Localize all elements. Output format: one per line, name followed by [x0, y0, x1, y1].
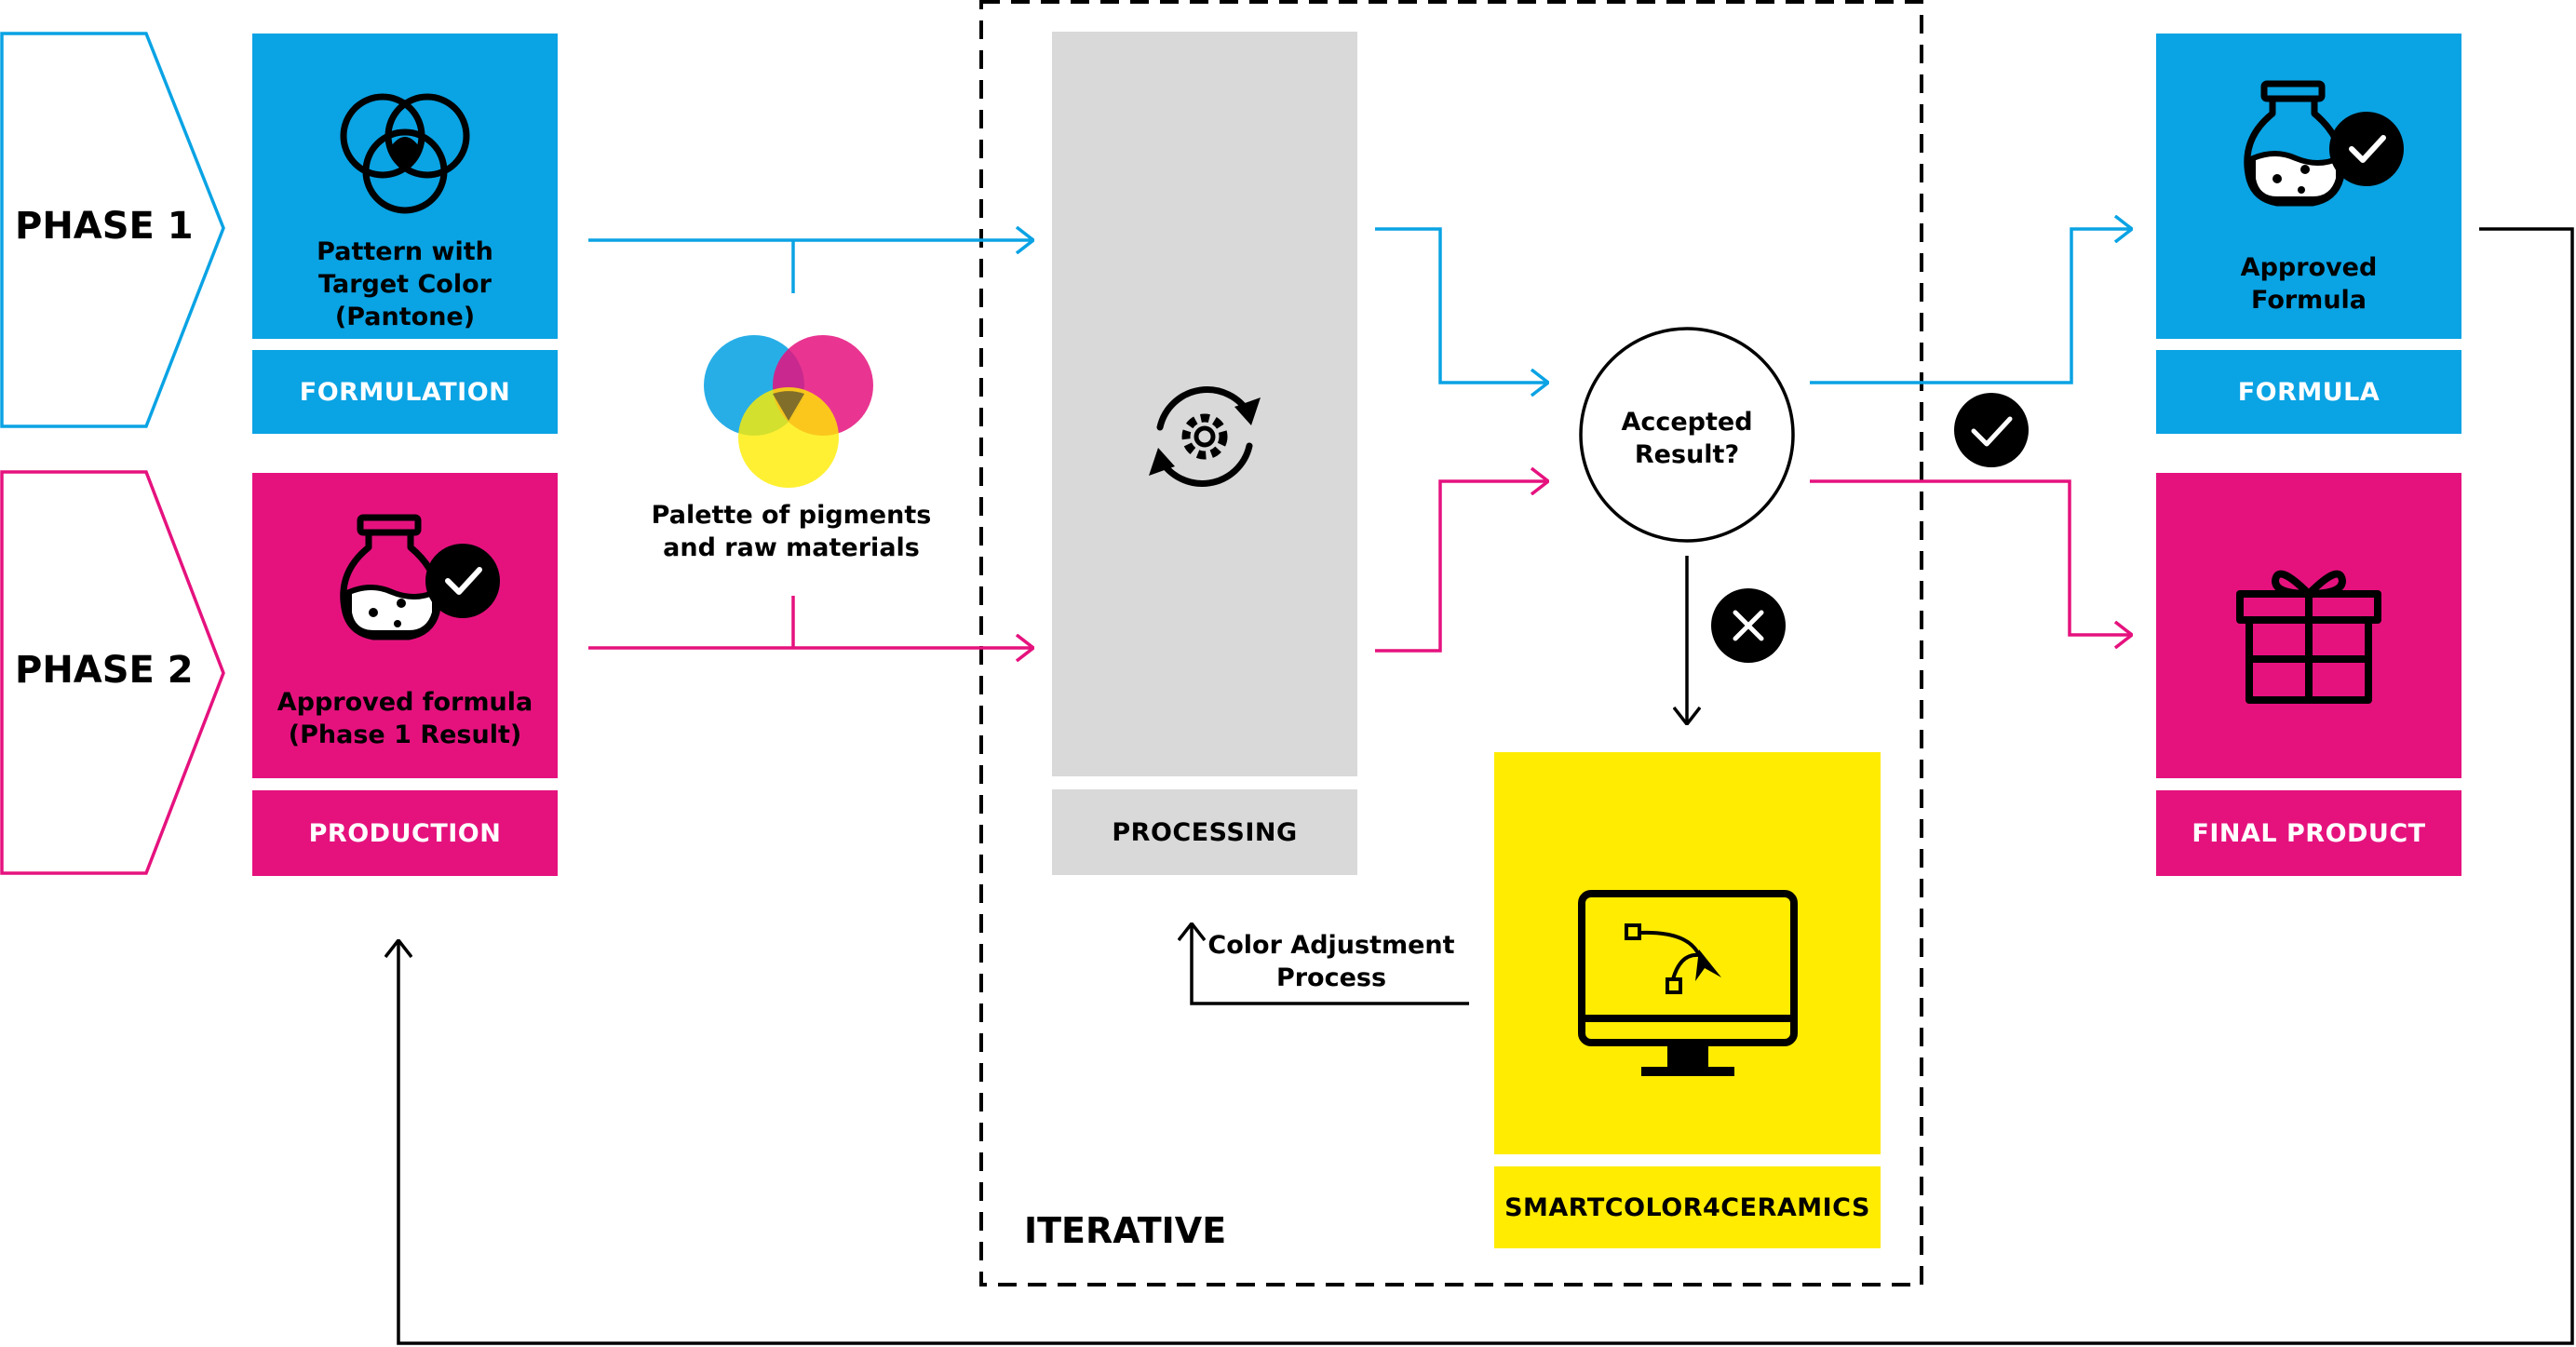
iterative-label: ITERATIVE: [1024, 1210, 1227, 1251]
production-tag-label: PRODUCTION: [308, 818, 502, 848]
formulation-tag-label: FORMULATION: [299, 377, 511, 407]
final-product-tag-label: FINAL PRODUCT: [2192, 818, 2426, 848]
arrow-adjustment-to-processing: [1192, 923, 1469, 1005]
arrow-decision-to-formula: [1810, 229, 2132, 384]
phase1-chevron: [0, 32, 225, 428]
phase2-chevron: [0, 470, 225, 875]
arrow-processing-to-decision-blue: [1375, 227, 1548, 383]
flask-check-icon: [2244, 80, 2404, 207]
venn-circles-icon: [340, 93, 470, 214]
formula-card: Approved Formula: [2156, 34, 2461, 339]
check-icon: [1954, 393, 2029, 467]
production-tag: PRODUCTION: [252, 790, 558, 876]
cross-icon: [1711, 588, 1786, 663]
gear-refresh-icon: [1149, 386, 1261, 487]
palette-caption: Palette of pigments and raw materials: [651, 501, 932, 562]
adjustment-caption: Color Adjustment Process: [1207, 931, 1455, 992]
software-card: [1494, 752, 1881, 1154]
iterative-region: [979, 0, 1923, 1286]
final-product-tag: FINAL PRODUCT: [2156, 790, 2461, 876]
formulation-caption: Pattern with Target Color (Pantone): [317, 236, 493, 331]
processing-card: [1052, 32, 1357, 776]
formula-tag: FORMULA: [2156, 350, 2461, 434]
formulation-card: Pattern with Target Color (Pantone): [252, 34, 558, 339]
arrow-feedback-loop: [398, 227, 2574, 1345]
palette-icon: [704, 335, 873, 488]
monitor-bezier-icon: [1578, 890, 1798, 1076]
formula-caption: Approved Formula: [2240, 253, 2378, 315]
gift-icon: [2236, 570, 2381, 704]
final-product-card: [2156, 473, 2461, 778]
arrow-processing-to-decision-pink: [1375, 481, 1548, 653]
arrow-decision-to-final-product: [1810, 479, 2132, 635]
processing-tag: PROCESSING: [1052, 789, 1357, 875]
software-tag: SMARTCOLOR4CERAMICS: [1494, 1166, 1881, 1248]
software-tag-label: SMARTCOLOR4CERAMICS: [1504, 1192, 1870, 1222]
phase2-label: PHASE 2: [15, 649, 194, 692]
phase1-label: PHASE 1: [15, 205, 194, 248]
production-card: Approved formula (Phase 1 Result): [252, 473, 558, 778]
decision-caption: Accepted Result?: [1621, 408, 1753, 469]
formula-tag-label: FORMULA: [2237, 377, 2380, 407]
decision-circle: [1579, 327, 1795, 543]
flask-check-icon: [340, 514, 500, 640]
production-caption: Approved formula (Phase 1 Result): [276, 688, 533, 749]
formulation-tag: FORMULATION: [252, 350, 558, 434]
processing-tag-label: PROCESSING: [1112, 817, 1298, 847]
